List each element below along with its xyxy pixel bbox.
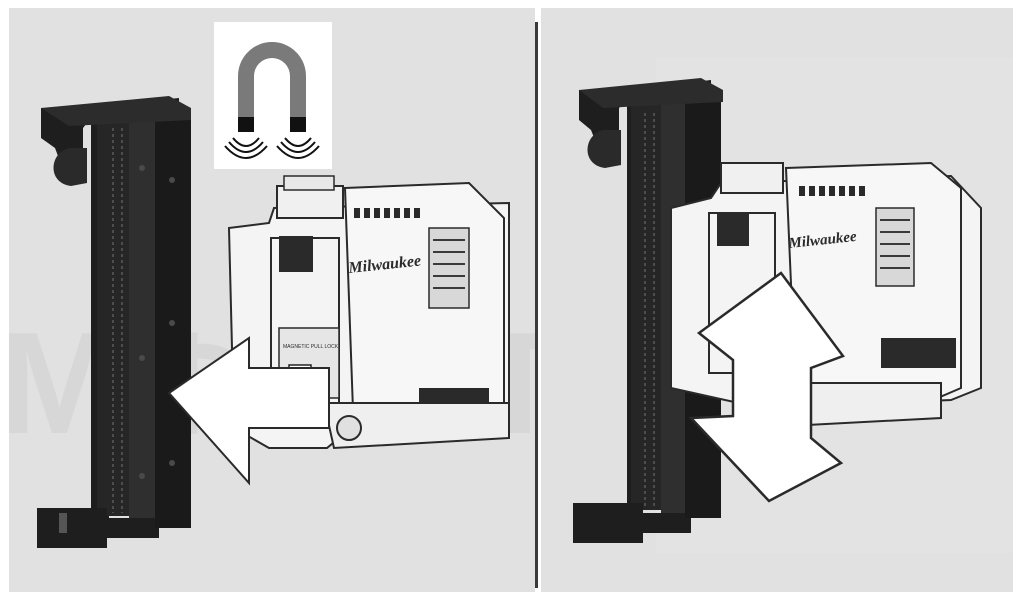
right-illustration-panel: Milwaukee bbox=[541, 8, 1013, 592]
left-illustration: МФОРТ bbox=[9, 8, 535, 592]
switch-label: MAGNETIC PULL LOCK bbox=[283, 344, 339, 350]
left-illustration-panel: МФОРТ bbox=[9, 8, 535, 592]
laser-level-right: Milwaukee bbox=[671, 163, 981, 428]
magnet-icon bbox=[214, 22, 332, 169]
right-illustration: Milwaukee bbox=[541, 8, 1013, 592]
panel-divider bbox=[535, 22, 538, 588]
